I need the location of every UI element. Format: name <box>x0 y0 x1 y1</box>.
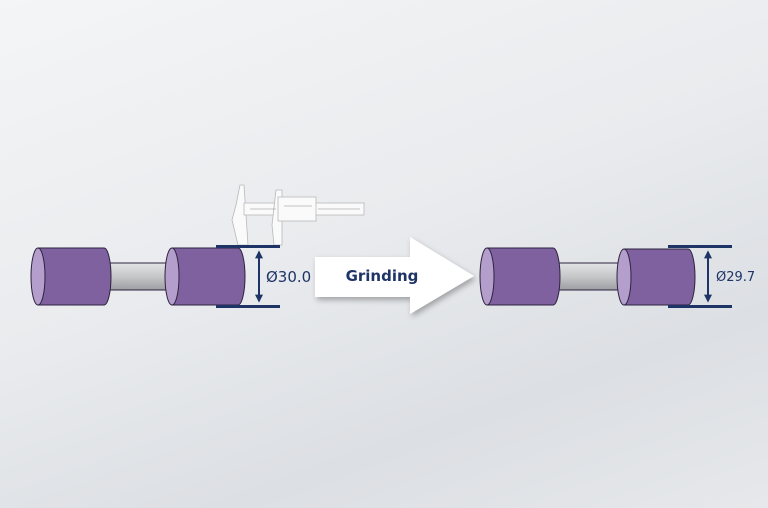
process-arrow: Grinding <box>315 237 474 314</box>
diameter-before-label: Ø30.0 <box>266 268 311 286</box>
workpiece-before <box>30 247 246 306</box>
caliper-icon <box>231 184 365 246</box>
dimension-after: Ø29.7 <box>668 245 755 308</box>
process-label: Grinding <box>346 267 419 285</box>
workpiece-after <box>479 247 696 306</box>
diameter-after-label: Ø29.7 <box>716 270 755 285</box>
dimension-before: Ø30.0 <box>216 245 311 308</box>
